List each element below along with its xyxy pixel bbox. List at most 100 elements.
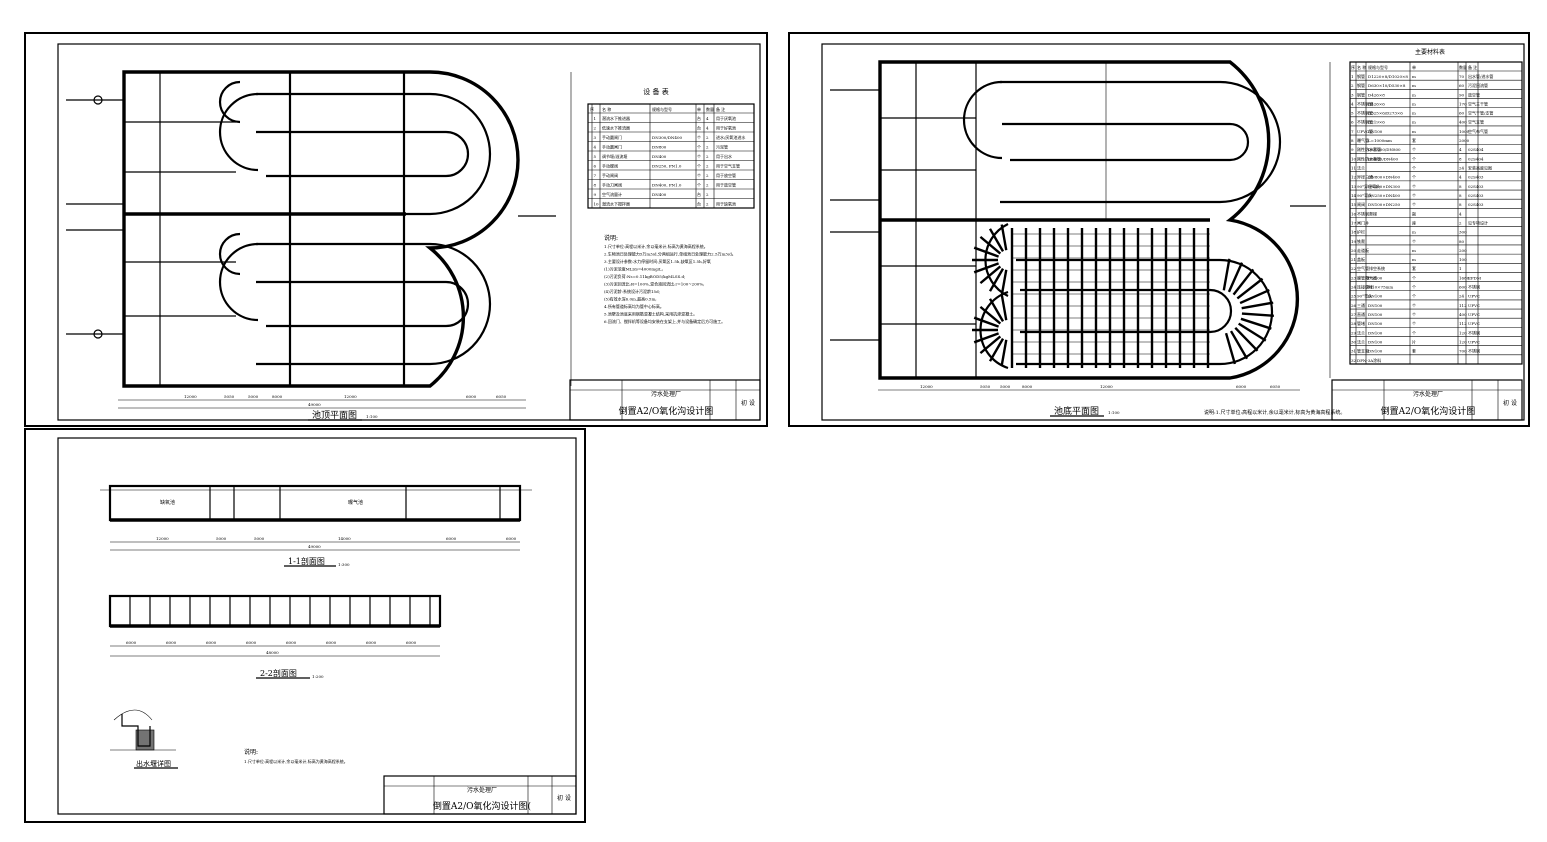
materials-cell: UPVC xyxy=(1468,303,1480,308)
dim-2: 5050 xyxy=(980,384,991,389)
materials-cell: D325×6/D273×6 xyxy=(1368,111,1403,116)
aeration-grid xyxy=(972,224,1274,368)
materials-cell: 02S404 xyxy=(1468,156,1484,161)
equipment-cell: 2 xyxy=(706,135,709,140)
materials-cell: 三通 xyxy=(1357,302,1365,308)
materials-cell: 02S403 xyxy=(1468,193,1484,198)
note-1: 1.尺寸单位:高程以米计,余以毫米计,标高为黄海高程系统。 xyxy=(244,758,348,764)
equipment-cell: 台 xyxy=(697,115,701,121)
materials-cell: m xyxy=(1412,111,1416,116)
materials-cell: 24 xyxy=(1459,294,1465,299)
equipment-cell: 用于放空管 xyxy=(716,182,736,188)
materials-cell: 90°异径弯头 xyxy=(1357,183,1380,189)
materials-cell: 300 xyxy=(1459,230,1467,235)
materials-cell: 4 xyxy=(1351,101,1354,106)
dim-5: 12000 xyxy=(344,394,357,399)
dim-3: 5000 xyxy=(248,394,259,399)
equipment-cell: 个 xyxy=(697,135,701,140)
s2-dim: 6000 xyxy=(206,640,217,645)
materials-cell: 22 xyxy=(1351,266,1357,271)
materials-cell: 法兰 xyxy=(1357,338,1365,344)
materials-cell: 连接螺栓 xyxy=(1357,284,1373,290)
materials-cell: 膜管曝气器 xyxy=(1357,274,1377,280)
materials-cell: 2000 xyxy=(1459,138,1470,143)
project-name: 污水处理厂 xyxy=(1413,390,1443,398)
materials-cell: 9 xyxy=(1351,147,1354,152)
materials-cell: 11 xyxy=(1351,166,1356,171)
materials-cell: 5 xyxy=(1351,111,1354,116)
equipment-header-cell: 序 xyxy=(590,106,594,112)
materials-cell: 空气干管/支管 xyxy=(1468,110,1493,116)
equipment-cell: 污泥管 xyxy=(716,144,728,150)
s1-dim-1: 12000 xyxy=(156,536,169,541)
materials-cell: 个 xyxy=(1412,294,1416,299)
materials-cell: 个 xyxy=(1412,285,1416,290)
dim-6: 6000 xyxy=(466,394,477,399)
equipment-cell: 1 xyxy=(594,116,597,121)
dim-1: 12000 xyxy=(920,384,933,389)
materials-cell: 30 xyxy=(1351,339,1357,344)
note-line: (2)污泥负荷:Ns=0.11kgBOD5/kgMLSS.d; xyxy=(604,273,685,279)
materials-cell: 3 xyxy=(1351,92,1354,97)
materials-cell: 1 xyxy=(1351,74,1354,79)
equipment-cell: 2 xyxy=(706,154,709,159)
materials-cell: 1680 xyxy=(1459,275,1470,280)
equipment-cell: 个 xyxy=(697,173,701,178)
equipment-cell: DN400 xyxy=(652,192,667,197)
title-block: 污水处理厂 倒置A2/O氧化沟设计图 初 设 xyxy=(1331,379,1523,421)
s2-dim: 6000 xyxy=(126,640,137,645)
materials-cell: 170 xyxy=(1459,101,1467,106)
equipment-cell: 台 xyxy=(697,191,701,197)
materials-cell: 70 xyxy=(1459,74,1465,79)
materials-cell: 14 xyxy=(1351,193,1357,198)
materials-cell: 个 xyxy=(1412,202,1416,207)
materials-cell: 60 xyxy=(1459,83,1465,88)
dim-5: 12000 xyxy=(1100,384,1113,389)
equipment-header-cell: 单 xyxy=(697,106,701,112)
materials-cell: M10×75mm xyxy=(1368,285,1393,290)
materials-header-cell: 规格与型号 xyxy=(1368,64,1388,70)
equipment-cell: 手动蝶阀 xyxy=(602,163,618,169)
materials-cell: 法兰 xyxy=(1357,329,1365,335)
materials-cell: 90°弯头 xyxy=(1357,293,1372,299)
note-line: (1)污泥浓度MLSS=4000mg/L; xyxy=(604,266,663,272)
materials-cell: 80 xyxy=(1459,239,1465,244)
dim-7: 6050 xyxy=(496,394,507,399)
materials-cell: UPVC xyxy=(1468,294,1480,299)
materials-cell: 套 xyxy=(1412,265,1416,271)
s2-dim: 6000 xyxy=(166,640,177,645)
equipment-cell: DN300/DN400 xyxy=(652,135,682,140)
s1-dim-4: 14000 xyxy=(338,536,351,541)
materials-cell: 不锈钢管 xyxy=(1357,100,1373,106)
equipment-cell: 6 xyxy=(594,164,597,169)
materials-cell: 管支架 xyxy=(1357,348,1369,354)
materials-cell: 21 xyxy=(1351,257,1356,262)
equipment-header-cell: 名 称 xyxy=(602,106,611,112)
materials-cell: D426×6 xyxy=(1368,101,1385,106)
materials-cell: DN400×DN300 xyxy=(1368,184,1400,189)
design-stage: 初 设 xyxy=(557,794,571,802)
materials-cell: 112 xyxy=(1459,303,1467,308)
bottom-plan-drawing: 12000 5050 5000 8000 12000 6000 6050 池底平… xyxy=(821,43,1525,421)
materials-cell: 不锈钢 xyxy=(1468,329,1480,335)
equipment-cell: DN400 xyxy=(652,154,667,159)
materials-cell: 29 xyxy=(1351,330,1357,335)
note-line: 1.尺寸单位:高程以米计,余以毫米计,标高为黄海高程系统。 xyxy=(604,243,708,249)
materials-cell: 闸阀 xyxy=(1357,201,1365,207)
materials-cell: 26 xyxy=(1351,303,1357,308)
materials-cell: 120 xyxy=(1459,330,1467,335)
dim-3: 5000 xyxy=(1000,384,1011,389)
equipment-cell: 4 xyxy=(706,126,709,131)
materials-cell: 10 xyxy=(1351,156,1357,161)
sheet-sections: 缺氧池 曝气池 12000 5000 5000 14000 6000 6000 … xyxy=(24,428,586,823)
materials-cell: 8 xyxy=(1459,184,1462,189)
section2-title: 2-2剖面图 xyxy=(260,668,297,678)
materials-cell: UPVC xyxy=(1468,312,1480,317)
materials-cell: 700 xyxy=(1459,349,1467,354)
materials-table-title: 主要材料表 xyxy=(1415,48,1445,56)
materials-cell: 600 xyxy=(1459,285,1467,290)
materials-cell: 副 xyxy=(1412,210,1416,216)
materials-cell: 个 xyxy=(1412,184,1416,189)
materials-cell: 片 xyxy=(1412,338,1416,344)
